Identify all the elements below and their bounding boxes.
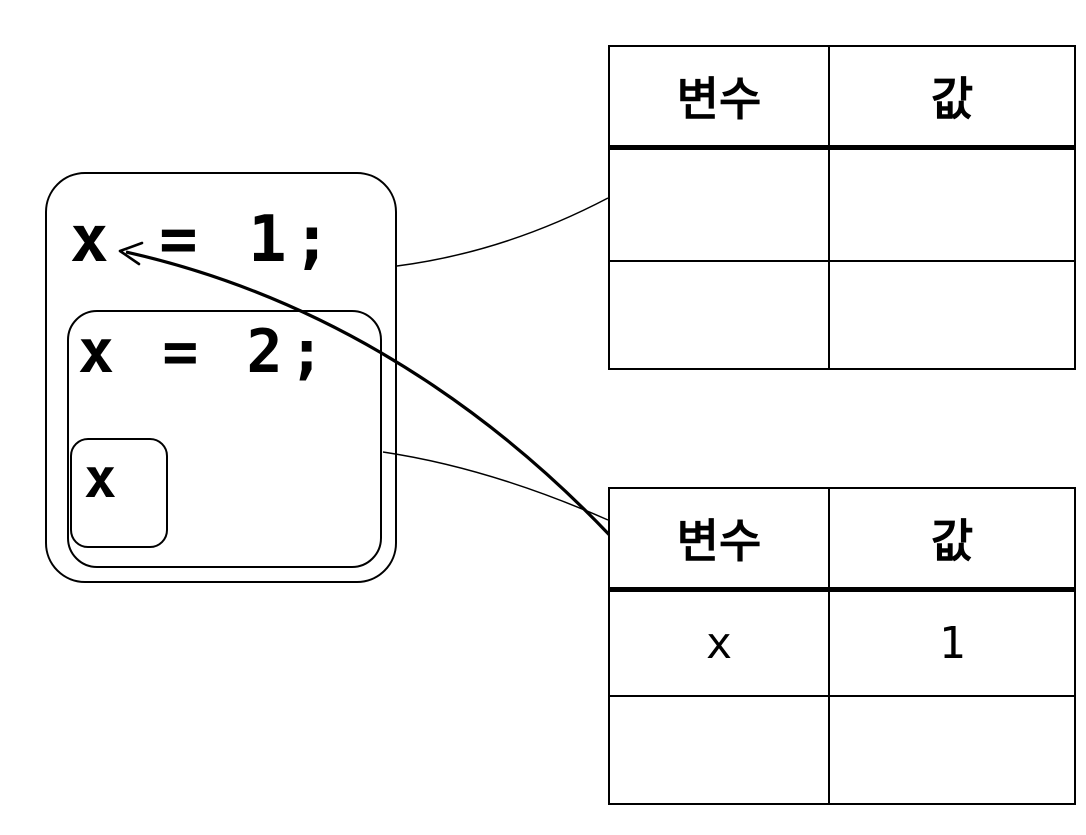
- outer-scope-code: x = 1;: [70, 203, 338, 277]
- bottom-table-row1-value: 1: [828, 592, 1074, 697]
- bottom-variable-table: 변수 값 x 1: [608, 487, 1076, 805]
- bottom-table-row1-variable: x: [610, 592, 828, 697]
- bottom-table-row2-variable: [610, 697, 828, 803]
- top-variable-table: 변수 값: [608, 45, 1076, 370]
- inner-scope-code: x = 2;: [78, 317, 331, 387]
- variable-lookup-box: [70, 438, 168, 548]
- top-table-header-value: 값: [828, 47, 1074, 150]
- variable-lookup-label: x: [84, 447, 117, 510]
- top-table-header-variable: 변수: [610, 47, 828, 150]
- top-table-row2-variable: [610, 262, 828, 368]
- bottom-table-header-variable: 변수: [610, 489, 828, 592]
- top-table-row2-value: [828, 262, 1074, 368]
- outer-scope-to-top-table-connector: [396, 197, 609, 267]
- top-table-row1-variable: [610, 150, 828, 262]
- inner-scope-box: [67, 310, 382, 568]
- inner-scope-to-bottom-table-connector: [382, 451, 609, 521]
- outer-scope-box: [45, 172, 397, 583]
- bottom-table-row2-value: [828, 697, 1074, 803]
- bottom-table-header-value: 값: [828, 489, 1074, 592]
- top-table-row1-value: [828, 150, 1074, 262]
